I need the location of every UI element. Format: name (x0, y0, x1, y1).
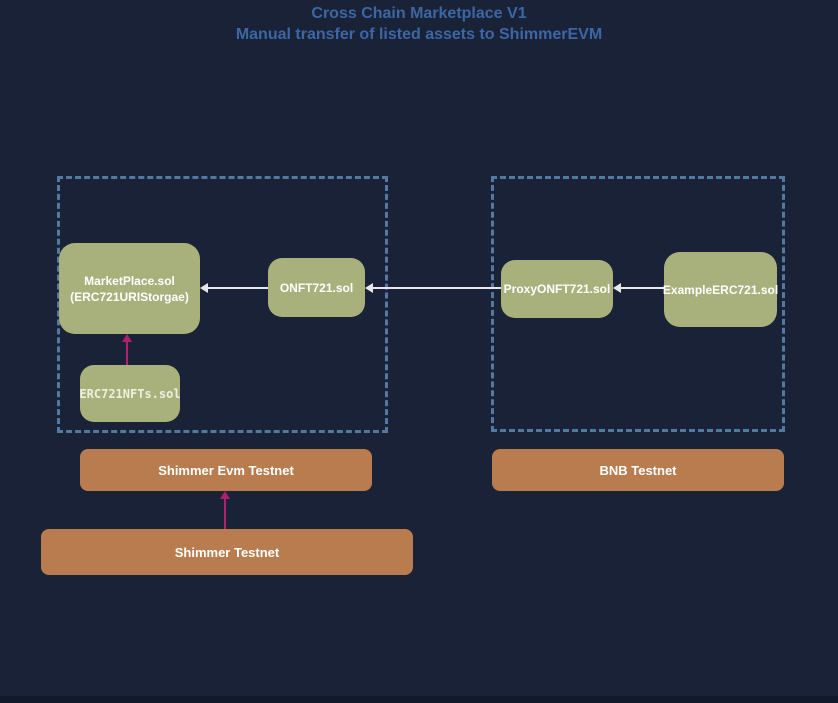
node-marketplace-label-line2: (ERC721URIStorgae) (70, 289, 189, 304)
diagram-title-line1: Cross Chain Marketplace V1 (311, 5, 527, 22)
node-exampleerc721: ExampleERC721.sol (662, 252, 779, 327)
chain-shimmer-testnet: Shimmer Testnet (41, 529, 413, 575)
chain-shimmer-evm-testnet-label: Shimmer Evm Testnet (158, 462, 294, 478)
bottom-dark-strip (0, 696, 838, 703)
node-proxyonft721-label: ProxyONFT721.sol (503, 282, 611, 296)
chain-shimmer-testnet-label: Shimmer Testnet (174, 544, 280, 560)
node-erc721nfts-label: ERC721NFTs.sol (79, 386, 181, 401)
node-onft721: ONFT721.sol (268, 258, 365, 317)
arrow-line-onft721-to-marketplace (207, 287, 268, 289)
arrow-line-proxyonft721-to-onft721 (372, 287, 501, 289)
node-exampleerc721-label: ExampleERC721.sol (662, 282, 779, 297)
node-marketplace-label-line1: MarketPlace.sol (84, 273, 175, 288)
arrowhead-proxyonft721-to-onft721 (365, 283, 373, 293)
node-onft721-label: ONFT721.sol (279, 280, 354, 295)
shimmer-evm-group-container (57, 176, 388, 433)
node-proxyonft721: ProxyONFT721.sol (501, 260, 613, 318)
chain-bnb-testnet: BNB Testnet (492, 449, 784, 491)
arrow-line-shimmer-to-shimmer-evm (224, 498, 226, 529)
arrowhead-onft721-to-marketplace (200, 283, 208, 293)
diagram-title-line2: Manual transfer of listed assets to Shim… (235, 26, 603, 43)
arrow-line-exampleerc721-to-proxyonft721 (620, 287, 664, 289)
diagram-title: Cross Chain Marketplace V1 Manual transf… (0, 3, 838, 45)
arrowhead-exampleerc721-to-proxyonft721 (613, 283, 621, 293)
chain-shimmer-evm-testnet: Shimmer Evm Testnet (80, 449, 372, 491)
arrowhead-erc721nfts-to-marketplace (122, 334, 132, 342)
node-erc721nfts: ERC721NFTs.sol (79, 365, 181, 422)
chain-bnb-testnet-label: BNB Testnet (599, 462, 677, 478)
arrowhead-shimmer-to-shimmer-evm (220, 491, 230, 499)
arrow-line-erc721nfts-to-marketplace (126, 341, 128, 365)
node-marketplace: MarketPlace.sol (ERC721URIStorgae) (59, 243, 200, 334)
bnb-group-container (491, 176, 785, 432)
